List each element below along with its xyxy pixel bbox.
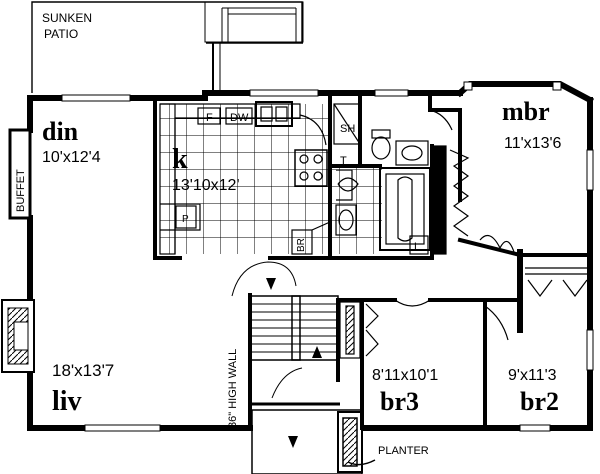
kitchen-name: k <box>172 144 188 175</box>
kitchen-counters <box>159 101 331 255</box>
living-room-name: liv <box>52 386 82 417</box>
pantry-label: P <box>182 214 189 225</box>
shower-label: SH <box>340 123 355 135</box>
buffet <box>8 128 32 220</box>
bedroom3-closet <box>339 299 509 359</box>
master-bedroom-size: 11'x13'6 <box>504 135 562 152</box>
windows <box>61 81 594 432</box>
master-closet <box>449 149 516 256</box>
bedroom3-name: br3 <box>380 387 419 416</box>
dining-room-size: 10'x12'4 <box>42 149 101 166</box>
high-wall-label: 36" HIGH WALL <box>227 349 239 428</box>
linen-label: L <box>414 241 420 253</box>
bath-floor-tile <box>332 166 382 254</box>
fridge-label: F <box>206 112 213 124</box>
bedroom3-size: 8'11x10'1 <box>372 367 438 384</box>
buffet-label: BUFFET <box>15 169 27 212</box>
entry-landing <box>251 402 376 474</box>
patio-label-line2: PATIO <box>44 27 78 41</box>
stair-arrows <box>266 278 322 448</box>
kitchen-size: 13'10x12' <box>172 177 240 194</box>
bedroom2-closet <box>525 267 590 297</box>
tub-label: T <box>340 155 347 167</box>
dining-room-name: din <box>42 117 79 146</box>
bedroom2-size: 9'x11'3 <box>508 367 557 384</box>
patio-label-line1: SUNKEN <box>42 11 92 25</box>
stairs <box>231 261 339 399</box>
broom-closet-label: BR <box>296 238 307 252</box>
bathroom-fixtures <box>333 103 453 255</box>
dishwasher-label: DW <box>230 112 249 124</box>
fireplace <box>1 299 35 373</box>
kitchen-floor-tile <box>160 104 328 254</box>
living-room-size: 18'x13'7 <box>52 361 114 380</box>
sunken-patio <box>31 1 304 93</box>
master-bedroom-name: mbr <box>502 97 550 126</box>
planter-label: PLANTER <box>378 445 429 457</box>
bedroom2-name: br2 <box>520 387 559 416</box>
